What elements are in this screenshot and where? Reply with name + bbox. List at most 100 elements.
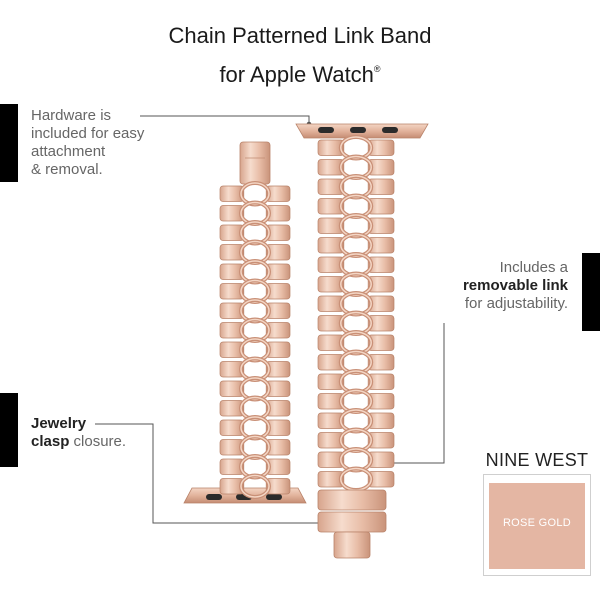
left-strap-link-right	[265, 224, 291, 241]
right-strap-link-left	[317, 295, 345, 312]
right-strap-link-right	[367, 139, 395, 156]
right-strap-link-right	[367, 451, 395, 468]
callout-hardware: Hardware is included for easy attachment…	[31, 107, 144, 179]
left-strap-chain-highlight	[240, 474, 270, 498]
callout-clasp: Jewelry clasp closure.	[31, 415, 126, 451]
right-strap-link-right	[367, 237, 395, 254]
callout-removable-line3: for adjustability.	[464, 295, 568, 312]
right-strap-link-right	[367, 373, 395, 390]
accent-bar-hardware	[0, 104, 18, 182]
left-strap-link-left	[219, 302, 245, 319]
right-strap-link-right	[367, 178, 395, 195]
accent-bar-removable	[582, 253, 600, 331]
left-strap-link-left	[219, 205, 245, 222]
left-strap-link-left	[219, 380, 245, 397]
left-strap-link-right	[265, 244, 291, 261]
left-strap-link-right	[265, 185, 291, 202]
left-strap-link-right	[265, 458, 291, 475]
right-strap-link-left	[317, 354, 345, 371]
leader-line-hardware	[140, 115, 310, 124]
right-strap-link-right	[367, 354, 395, 371]
right-strap-link-left	[317, 412, 345, 429]
left-strap-link-right	[265, 205, 291, 222]
product-title: Chain Patterned Link Band	[168, 23, 432, 48]
color-swatch-card[interactable]: ROSE GOLD	[483, 474, 591, 576]
right-strap-link-left	[317, 471, 345, 488]
callout-removable-link: Includes a removable link for adjustabil…	[420, 259, 568, 313]
left-strap-link-left	[219, 478, 245, 495]
right-strap-link-left	[317, 373, 345, 390]
leader-line-clasp	[95, 423, 329, 524]
left-strap	[219, 181, 291, 499]
right-strap-link-left	[317, 393, 345, 410]
callout-hardware-line2: included for easy	[31, 125, 145, 142]
left-strap-link-right	[265, 263, 291, 280]
left-strap-link-right	[265, 361, 291, 378]
callout-removable-bold: removable link	[462, 277, 568, 294]
right-strap-link-right	[367, 198, 395, 215]
callout-hardware-line4: & removal.	[31, 161, 103, 178]
right-strap-link-left	[317, 256, 345, 273]
left-strap-link-right	[265, 400, 291, 417]
left-strap-link-right	[265, 302, 291, 319]
left-strap-link-left	[219, 244, 245, 261]
callout-clasp-rest: closure.	[69, 433, 127, 450]
right-strap-clasp	[317, 489, 387, 559]
left-strap-link-left	[219, 322, 245, 339]
left-strap-link-right	[265, 283, 291, 300]
right-strap-link-left	[317, 198, 345, 215]
right-strap-link-right	[367, 159, 395, 176]
left-strap-link-left	[219, 283, 245, 300]
leader-line-removable	[386, 323, 445, 464]
right-strap-link-right	[367, 256, 395, 273]
right-strap-link-right	[367, 471, 395, 488]
right-strap-link-right	[367, 217, 395, 234]
left-strap-link-right	[265, 341, 291, 358]
right-strap	[317, 135, 395, 492]
left-strap-link-left	[219, 419, 245, 436]
left-strap-link-left	[219, 400, 245, 417]
left-strap-link-left	[219, 224, 245, 241]
left-strap-link-left	[219, 458, 245, 475]
right-strap-link-left	[317, 315, 345, 332]
left-strap-link-left	[219, 439, 245, 456]
right-strap-link-right	[367, 393, 395, 410]
right-strap-link-left	[317, 159, 345, 176]
right-strap-link-left	[317, 178, 345, 195]
right-strap-link-right	[367, 432, 395, 449]
callout-hardware-line3: attachment	[31, 143, 106, 160]
left-strap-link-right	[265, 478, 291, 495]
right-strap-link-right	[367, 295, 395, 312]
right-strap-link-left	[317, 451, 345, 468]
left-strap-link-left	[219, 263, 245, 280]
left-strap-link-right	[265, 439, 291, 456]
right-strap-link-right	[367, 334, 395, 351]
top-watch-connector	[295, 123, 429, 139]
left-strap-end-cap	[239, 141, 271, 185]
callout-clasp-bold2: clasp	[31, 433, 70, 450]
color-swatch-rose-gold[interactable]: ROSE GOLD	[489, 483, 585, 569]
left-strap-link-right	[265, 419, 291, 436]
callout-removable-line1: Includes a	[499, 259, 568, 276]
brand-name: NINE WEST	[485, 450, 589, 470]
left-strap-link-left	[219, 341, 245, 358]
product-subtitle-text: for Apple Watch	[219, 62, 374, 87]
right-strap-link-right	[367, 412, 395, 429]
left-strap-link-left	[219, 185, 245, 202]
left-strap-link-right	[265, 380, 291, 397]
right-strap-link-left	[317, 217, 345, 234]
callout-hardware-line1: Hardware is	[31, 107, 112, 124]
accent-bar-clasp	[0, 393, 18, 467]
right-strap-link-right	[367, 276, 395, 293]
left-strap-link-right	[265, 322, 291, 339]
product-subtitle: for Apple Watch®	[0, 53, 600, 91]
registered-mark: ®	[373, 64, 381, 74]
right-strap-link-left	[317, 139, 345, 156]
right-strap-link-left	[317, 237, 345, 254]
left-strap-link-left	[219, 361, 245, 378]
right-strap-link-left	[317, 432, 345, 449]
right-strap-link-left	[317, 334, 345, 351]
right-strap-link-left	[317, 276, 345, 293]
color-swatch-label: ROSE GOLD	[502, 517, 572, 529]
